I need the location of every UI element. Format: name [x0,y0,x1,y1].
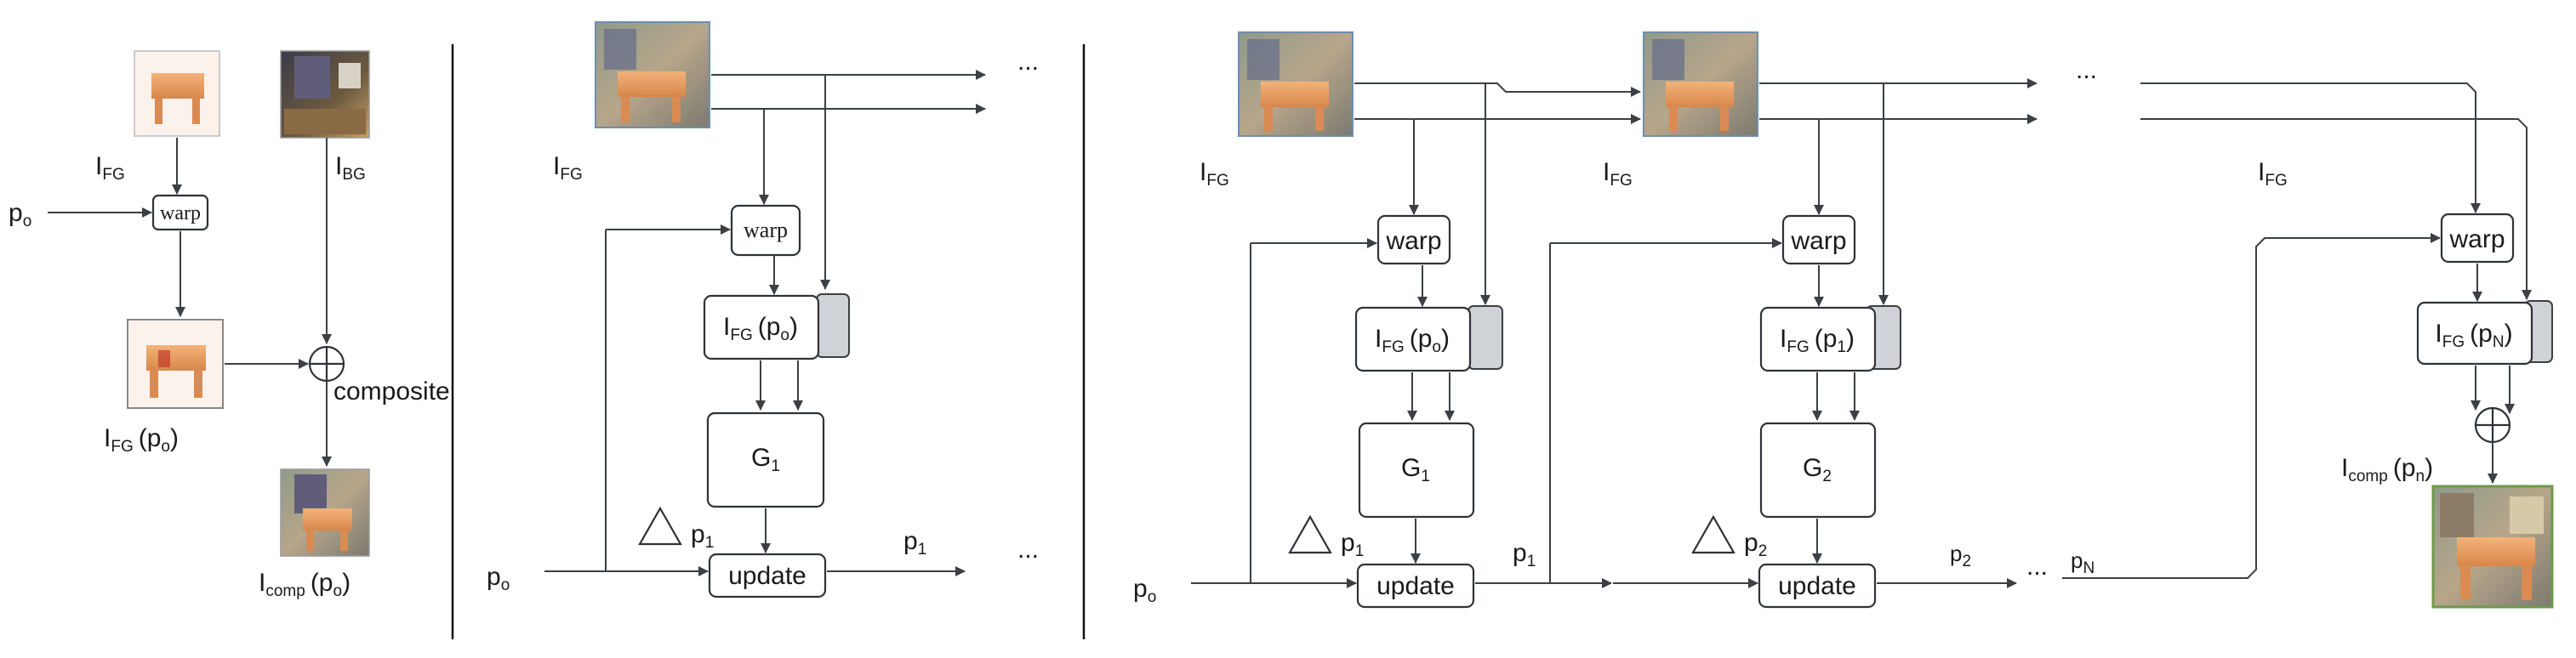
ellipsis-bottom-c: ... [2026,553,2048,581]
generator-label-c2: G2 [1803,454,1832,485]
fg-forward-arrow-c3-fgp [2140,118,2532,300]
fg-image-thumbnail [134,50,220,137]
delta-label-c2: p2 [1744,529,1767,560]
ellipsis-top-c: ... [2076,56,2097,84]
fg-forward-arrow-c1-top [1354,82,1641,97]
update-label-b: update [728,562,806,590]
fgp-box-shadow-b [816,293,850,358]
update-label-c1: update [1376,572,1455,600]
warp-label: warp [160,202,201,224]
ellipsis-top-b: ... [1017,48,1039,76]
warp-label-b: warp [744,218,788,242]
fg-image-thumbnail-b [595,21,710,128]
pn-label-c: pN [2071,547,2094,577]
fg-image-thumbnail-c1 [1238,31,1354,137]
comp-label-c: Icomp(pn) [2341,454,2433,485]
fg-label-c2: IFG [1603,158,1633,190]
delta-icon-c1 [1288,514,1332,554]
bg-image-thumbnail [280,50,370,139]
p2-label-c: p2 [1950,541,1971,570]
warped-fg-thumbnail [127,319,224,409]
generator-box-b [706,411,825,508]
warp-box-c2 [1781,214,1856,265]
panel-c: IFG IFG IFG ... warp IFG(po) [1133,31,2554,609]
composite-output-thumbnail [280,468,370,557]
pn-to-warp-arrow [2062,233,2441,579]
generator-label-c1: G1 [1401,454,1430,485]
pose-output-label-b: p1 [903,527,926,559]
update-box-c1 [1356,563,1475,609]
composite-output-thumbnail-c [2431,485,2554,609]
composite-label: composite [333,377,450,406]
generator-box-c1 [1358,422,1475,519]
delta-label-c1: p1 [1341,529,1364,560]
fg-label-c1: IFG [1200,158,1229,190]
warp-box [151,194,209,231]
fg-label: IFG [95,152,125,184]
fgp-label-c1: IFG(po) [1375,325,1450,356]
fg-image-thumbnail-c2 [1643,31,1758,137]
composite-operator [308,345,345,383]
delta-icon-c2 [1691,514,1735,554]
fg-label-b: IFG [553,152,583,184]
warp-box-c1 [1376,214,1451,265]
warp-box-b [730,204,801,257]
fg-forward-arrow-c3 [2140,82,2481,213]
fg-label-c3: IFG [2258,158,2288,190]
pose-input-label: po [9,199,31,230]
warp-label-c2: warp [1790,227,1846,255]
delta-icon-b [638,506,682,546]
warp-box-c3 [2440,213,2515,264]
bg-label: IBG [335,152,366,184]
update-label-c2: update [1778,572,1856,600]
generator-label-b: G1 [751,444,780,475]
update-box-b [708,553,827,598]
update-box-c2 [1758,563,1877,609]
panel-b: IFG ... warp IFG(po) G1 p1 update po [487,21,1039,598]
delta-label-b: p1 [691,520,714,552]
comp-label: Icomp(po) [259,569,350,600]
composite-operator-c [2474,406,2511,444]
fgp-box-c1 [1354,306,1472,372]
p1-label-c: p1 [1513,539,1536,570]
warp-label-c3: warp [2448,225,2505,253]
fgp-label-b: IFG(po) [723,313,798,344]
pose-input-label-c: po [1133,575,1156,606]
pose-input-label-b: po [487,563,510,594]
ellipsis-bottom-b: ... [1017,536,1039,564]
fgp-label: IFG(po) [104,424,179,456]
panel-a: IFG IBG po warp IFG(po) [9,50,450,600]
generator-box-c2 [1759,422,1877,519]
fgp-box-c3 [2416,301,2533,366]
warp-label-c1: warp [1385,227,1441,255]
fgp-box-shadow-c1 [1468,305,1503,370]
fgp-box-c2 [1759,306,1877,372]
fgp-label-c2: IFG(p1) [1780,325,1855,356]
fgp-box-b [703,294,820,360]
fgp-label-c3: IFG(pN) [2435,320,2512,351]
